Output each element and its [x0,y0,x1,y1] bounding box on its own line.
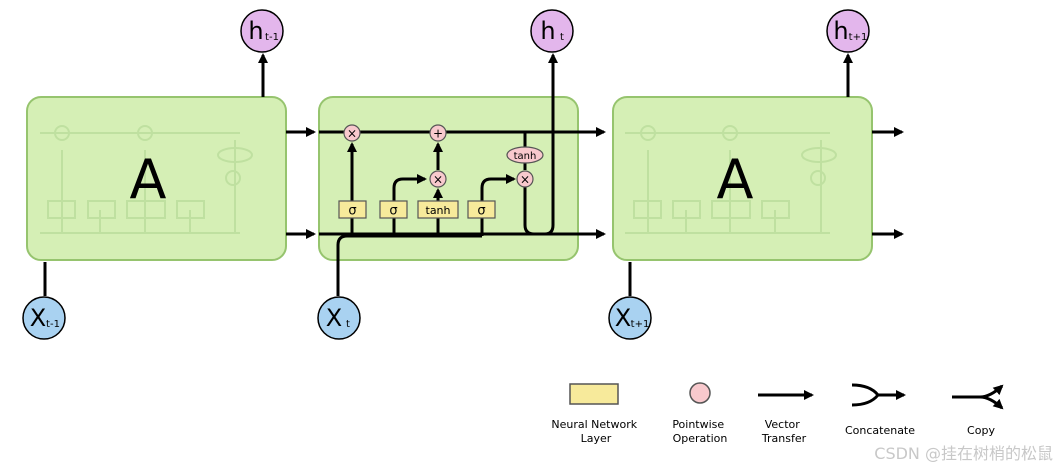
legend-nnl-line1: Neural Network [551,418,637,431]
input-mul-symbol: × [433,173,443,187]
cell-next-label: A [717,148,754,211]
candidate-layer-label: tanh [426,204,451,217]
output-node-curr: h t [530,9,574,53]
cell-prev-ghost-internals [40,125,253,234]
output-next-label: h [833,17,848,45]
output-node-prev: h t-1 [240,9,284,53]
legend: Neural Network Layer Pointwise Operation… [551,382,1004,445]
output-prev-sub: t-1 [265,32,279,43]
add-op [429,124,447,142]
forget-gate-layer [338,200,367,219]
output-curr-sub: t [560,32,564,43]
input-prev-label: X [30,304,46,332]
forget-gate-label: σ [348,204,356,219]
output-gate-layer [467,200,496,219]
input-next-label: X [615,304,631,332]
input-to-mul [392,174,427,201]
tanh-op [506,146,544,164]
legend-copy-up [979,384,1004,399]
tanh-op-label: tanh [514,151,537,162]
input-node-curr: X t [317,296,361,340]
watermark: CSDN @挂在树梢的松鼠 [874,444,1053,463]
forget-mul-op [343,124,361,142]
output-mul-symbol: × [520,173,530,187]
cell-prev-box [26,96,287,261]
input-gate-layer [379,200,408,219]
cell-curr: × + × × tanh σ σ tanh σ [318,53,606,296]
cell-next-box [612,96,873,261]
legend-nnl-line2: Layer [581,432,612,445]
input-node-prev: X t-1 [22,296,66,340]
forget-mul-symbol: × [347,127,357,141]
output-to-mul [480,174,516,201]
add-symbol: + [433,127,443,141]
legend-vector-transfer: Vector Transfer [761,418,807,445]
output-mul-op [516,170,534,188]
output-gate-label: σ [477,204,485,219]
input-concat-line [336,234,482,296]
output-prev-label: h [248,17,263,45]
cell-next: A [612,96,873,261]
cell-prev: A [26,96,287,261]
candidate-layer [417,200,459,219]
input-prev-sub: t-1 [46,319,60,330]
legend-po-line2: Operation [673,432,728,445]
input-mul-op [429,170,447,188]
cell-curr-box [318,96,579,261]
input-curr-label: X [326,304,342,332]
legend-concatenate: Concatenate [845,424,915,437]
input-curr-sub: t [346,319,350,330]
legend-layer-swatch [569,383,619,405]
legend-neural-network-layer: Neural Network Layer [551,418,640,445]
legend-po-line1: Pointwise [672,418,724,431]
input-next-sub: t+1 [631,319,650,330]
input-node-next: X t+1 [608,296,652,340]
legend-pointwise-swatch [689,382,711,404]
output-curr-label: h [540,17,555,45]
cell-prev-label: A [130,148,167,211]
output-node-next: h t+1 [826,9,870,53]
legend-copy: Copy [967,424,995,437]
legend-pointwise-operation: Pointwise Operation [672,418,727,445]
input-gate-label: σ [389,204,397,219]
cell-next-ghost-internals [625,125,837,234]
legend-copy-down [979,395,1004,410]
legend-concat-lines [851,383,880,407]
legend-vt-line1: Vector [765,418,801,431]
output-next-sub: t+1 [849,32,868,43]
legend-vt-line2: Transfer [761,432,807,445]
mul-to-hidden [523,120,555,236]
